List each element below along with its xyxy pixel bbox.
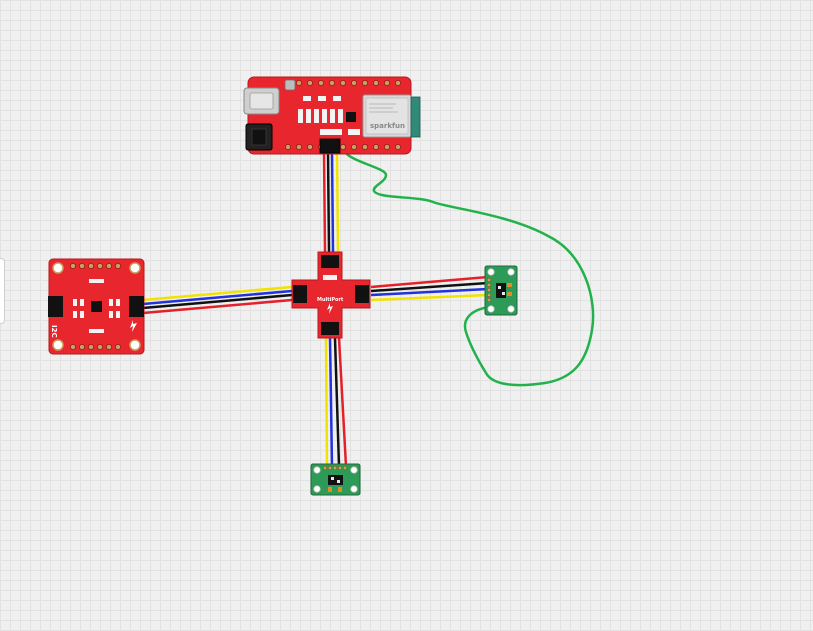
sensor-i2c-label: I2C — [50, 325, 58, 338]
multiport-connector-left[interactable] — [293, 285, 307, 303]
reset-button[interactable] — [284, 79, 296, 91]
sensor-connector-right[interactable] — [129, 296, 144, 317]
sensor-pins-bottom — [70, 344, 121, 350]
multiport-connector-right[interactable] — [355, 285, 369, 303]
cable-multiport-to-right-tof — [370, 275, 489, 302]
multiport-label: MultiPort — [317, 297, 344, 303]
battery-jst-icon — [245, 123, 273, 151]
tof-bottom-pins — [322, 465, 348, 471]
sensor-pins-top — [70, 263, 121, 269]
sensor-chip — [91, 301, 102, 312]
tof-right-holes — [487, 268, 515, 313]
microcontroller-board[interactable]: sparkfun — [243, 76, 421, 155]
mcu-qwiic-connector[interactable] — [319, 138, 341, 154]
qwiic-multiport-board[interactable]: MultiPort — [291, 251, 371, 339]
cable-mcu-to-multiport — [322, 151, 340, 253]
wires — [142, 150, 595, 467]
board-components — [298, 96, 360, 135]
sensor-components — [73, 279, 120, 333]
brand-text: sparkfun — [370, 122, 405, 130]
tof-sensor-bottom[interactable] — [310, 463, 361, 496]
side-panel-tab[interactable] — [0, 258, 5, 324]
sensor-connector-left[interactable] — [48, 296, 63, 317]
multiport-connector-top[interactable] — [321, 255, 339, 268]
sensor-breakout-board[interactable]: I2C — [48, 258, 145, 355]
tof-bottom-holes — [313, 466, 358, 493]
tof-sensor-right[interactable] — [484, 265, 518, 316]
tof-right-pins — [486, 277, 492, 303]
flame-logo-icon — [327, 303, 333, 314]
cable-multiport-to-bottom-tof — [324, 337, 348, 467]
rf-module: sparkfun — [362, 94, 421, 138]
mounting-holes — [52, 262, 141, 351]
usb-c-port-icon — [243, 87, 280, 115]
green-wire[interactable] — [343, 150, 595, 387]
flame-logo-icon — [130, 320, 137, 332]
cable-sensor-to-multiport — [142, 285, 293, 315]
multiport-connector-bottom[interactable] — [321, 322, 339, 335]
